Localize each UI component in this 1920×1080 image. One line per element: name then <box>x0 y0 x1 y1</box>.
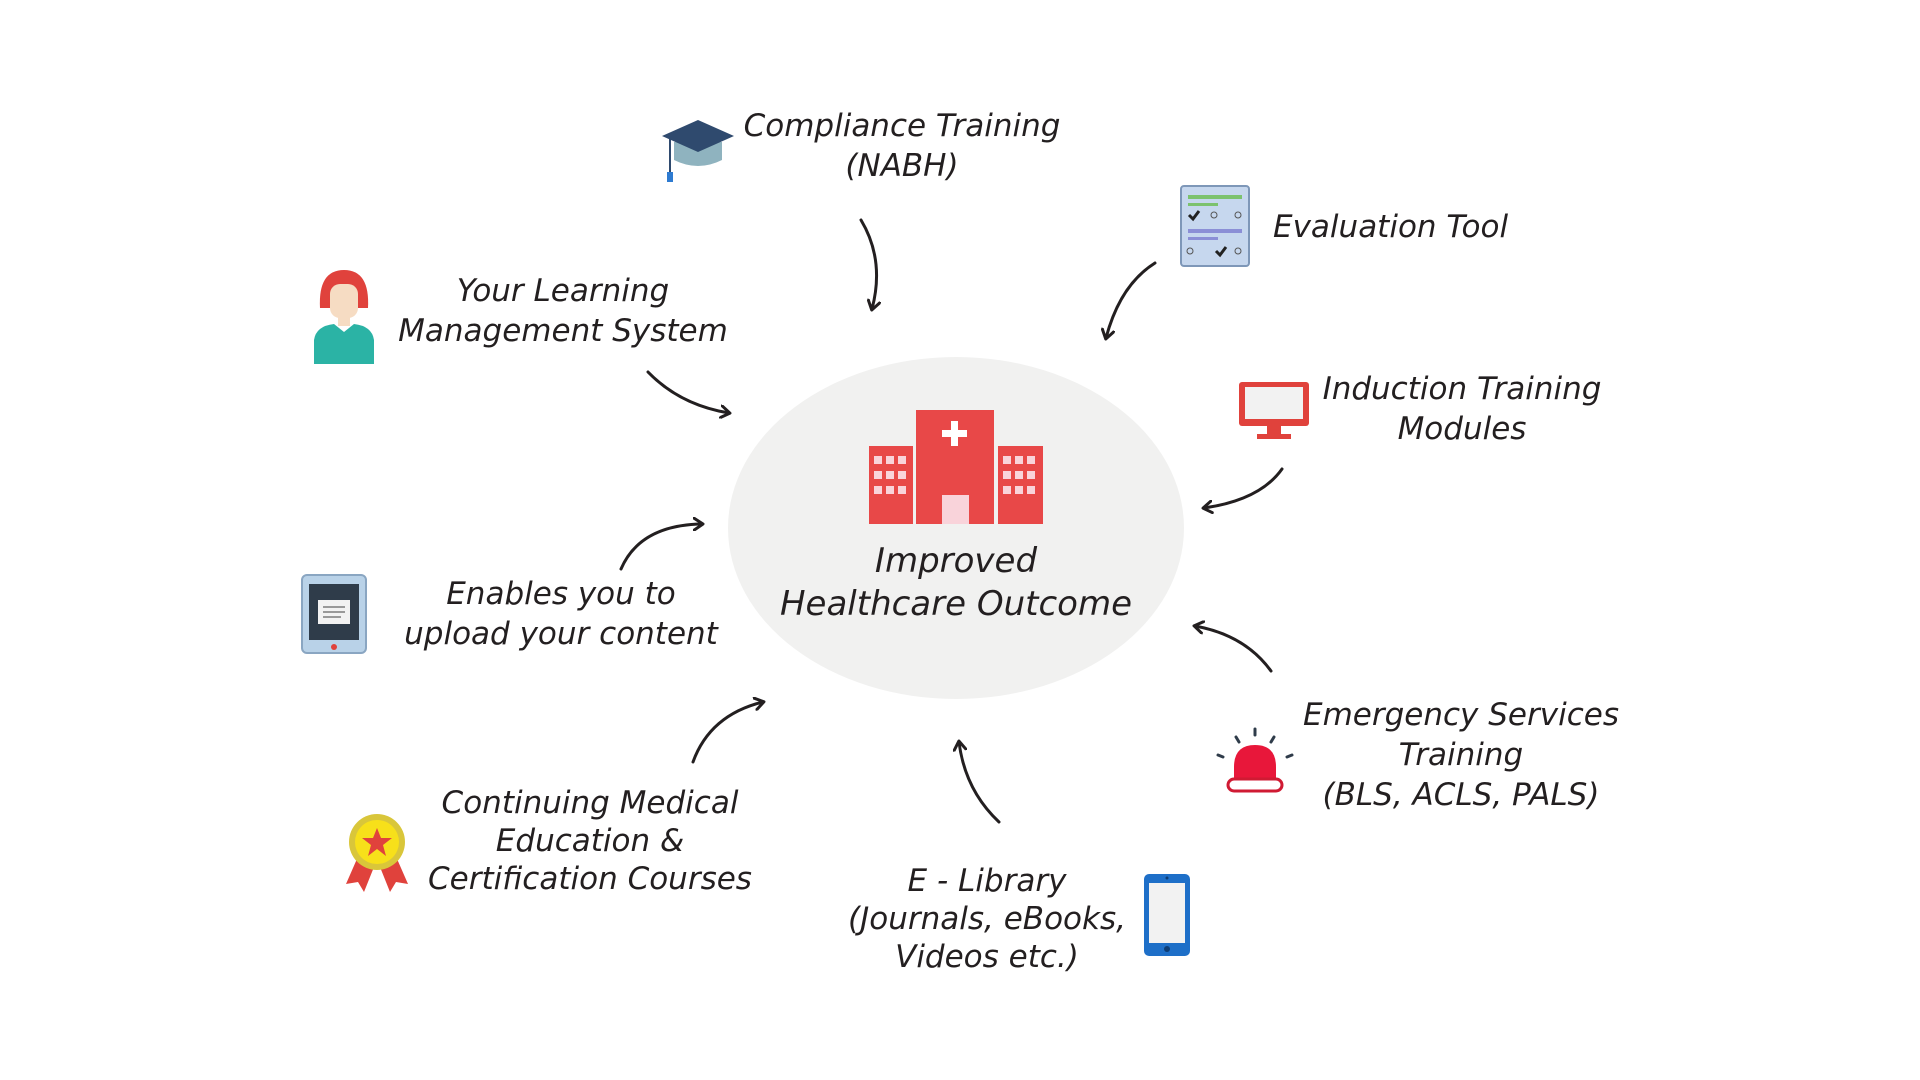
arrow-lms <box>646 370 729 413</box>
node-compliance: Compliance Training (NABH) <box>744 106 1061 186</box>
compliance-line1: Compliance Training <box>743 108 1061 144</box>
cme-line2: Education & <box>495 823 685 859</box>
arrow-upload <box>619 524 702 571</box>
elibrary-line2: (Journals, eBooks, <box>848 901 1126 937</box>
compliance-line2: (NABH) <box>845 148 959 184</box>
elibrary-line1: E - Library <box>907 863 1067 899</box>
arrow-evaluation <box>1106 261 1157 338</box>
tablet-icon <box>301 574 367 654</box>
cme-line1: Continuing Medical <box>441 785 739 821</box>
upload-line1: Enables you to <box>446 576 676 612</box>
hospital-icon <box>869 410 1043 524</box>
center-title: Improved Healthcare Outcome <box>780 540 1132 626</box>
elibrary-line3: Videos etc.) <box>895 939 1079 975</box>
upload-line2: upload your content <box>404 616 718 652</box>
node-lms: Your Learning Management System <box>398 271 728 351</box>
node-emergency: Emergency Services Training (BLS, ACLS, … <box>1303 695 1619 815</box>
lms-line1: Your Learning <box>456 273 670 309</box>
center-ellipse <box>728 357 1184 699</box>
smartphone-icon <box>1144 874 1190 956</box>
center-title-line2: Healthcare Outcome <box>779 584 1133 624</box>
checklist-icon <box>1180 185 1250 267</box>
node-elibrary: E - Library (Journals, eBooks, Videos et… <box>848 862 1126 976</box>
arrow-compliance <box>859 218 877 309</box>
award-ribbon-icon <box>346 814 408 892</box>
person-icon <box>314 270 374 364</box>
monitor-icon <box>1239 382 1309 439</box>
arrow-elibrary <box>959 742 1001 824</box>
node-upload: Enables you to upload your content <box>404 574 718 654</box>
graduation-cap-icon <box>662 120 734 182</box>
evaluation-line1: Evaluation Tool <box>1273 209 1509 245</box>
arrow-emergency <box>1195 626 1273 673</box>
arrow-induction <box>1204 467 1284 508</box>
emergency-line2: Training <box>1398 737 1524 773</box>
induction-line2: Modules <box>1397 411 1527 447</box>
node-induction: Induction Training Modules <box>1323 369 1602 449</box>
center-title-line1: Improved <box>874 541 1038 581</box>
siren-icon <box>1216 727 1294 793</box>
emergency-line1: Emergency Services <box>1303 697 1619 733</box>
cme-line3: Certification Courses <box>428 861 752 897</box>
lms-line2: Management System <box>398 313 728 349</box>
induction-line1: Induction Training <box>1322 371 1602 407</box>
node-cme: Continuing Medical Education & Certifica… <box>428 784 752 898</box>
arrow-cme <box>691 702 763 764</box>
emergency-line3: (BLS, ACLS, PALS) <box>1322 777 1600 813</box>
node-evaluation: Evaluation Tool <box>1273 207 1508 247</box>
